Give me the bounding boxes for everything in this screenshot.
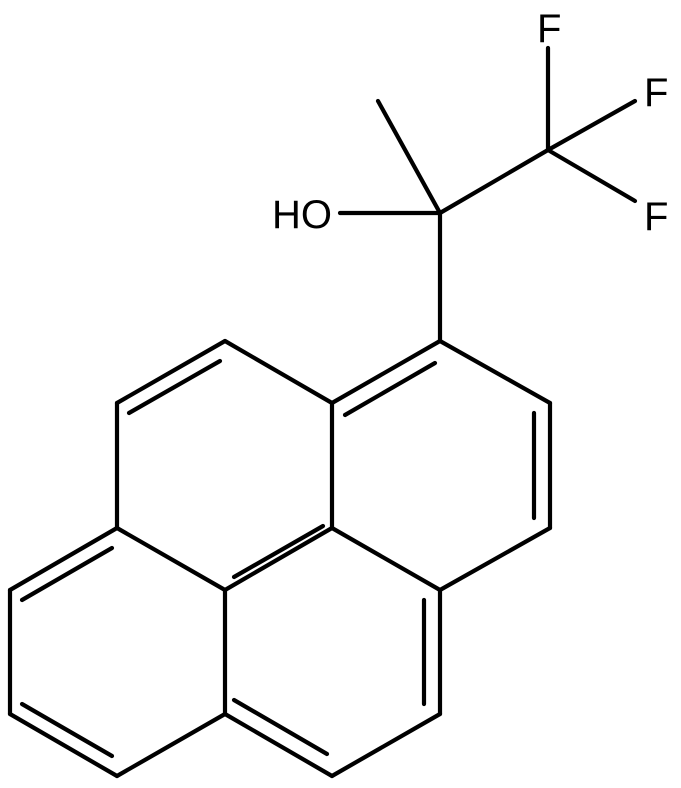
side-chain-bonds — [337, 45, 638, 344]
ring-bond — [329, 711, 443, 779]
fluorine-label-right: F — [644, 71, 668, 115]
ring-double-bond-inner — [19, 545, 115, 603]
bond-c-to-f-bottom — [545, 147, 638, 204]
fluorine-label-bottom: F — [644, 195, 668, 239]
ring-bond — [329, 525, 443, 593]
hydroxyl-label: HO — [272, 193, 332, 237]
ring-double-bond-inner — [126, 358, 223, 416]
ring-bond — [114, 338, 228, 406]
bond-c-to-cf3 — [437, 147, 551, 216]
ring-bond — [7, 711, 120, 779]
ring-bond — [222, 711, 335, 779]
ring-double-bond-inner — [231, 697, 330, 757]
ring-bond — [7, 525, 120, 593]
ring-bond — [437, 525, 553, 593]
bond-c-to-f-right — [545, 98, 638, 153]
pyrene-ring-bonds — [7, 338, 553, 779]
fluorine-label-top: F — [537, 7, 561, 51]
ring-double-bond-inner — [19, 701, 115, 759]
ring-double-bond-inner — [231, 523, 326, 580]
ring-bond — [114, 525, 228, 593]
ring-bond — [222, 525, 335, 593]
bond-c-to-methyl — [375, 98, 443, 216]
ring-bond — [437, 338, 553, 406]
ring-bond — [329, 338, 443, 406]
ring-bond — [114, 711, 228, 779]
ring-bond — [222, 338, 335, 406]
ring-double-bond-inner — [342, 360, 438, 418]
atom-labels: HO F F F — [272, 7, 668, 239]
